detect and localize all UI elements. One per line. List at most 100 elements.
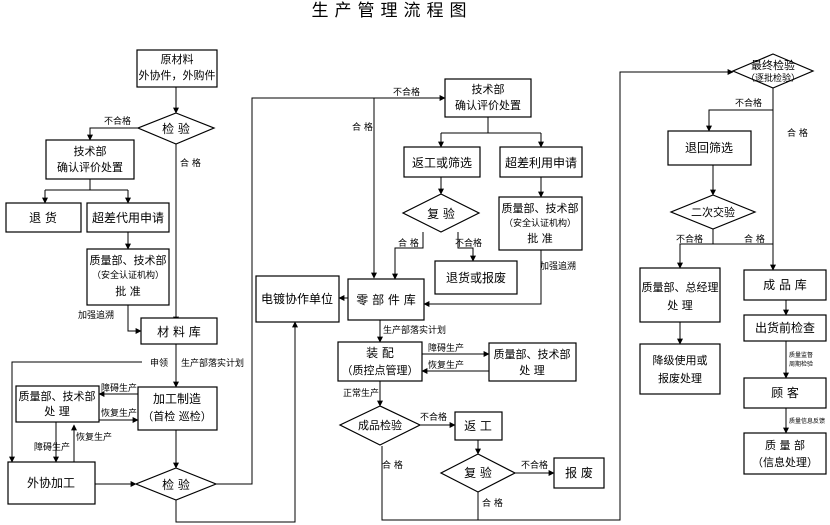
edge-label-resume: 恢复生产	[101, 407, 137, 419]
edge-label-fail: 不合格	[521, 459, 548, 471]
node-text: 最终检验	[751, 58, 795, 72]
inspect-decision-2: 检 验	[134, 467, 218, 501]
node-text: 出货前检查	[755, 320, 815, 335]
edge-label-fail: 不合格	[104, 115, 131, 127]
edge-label-normal: 正常生产	[343, 387, 379, 399]
node-text: 质量部、技术部	[19, 389, 96, 403]
edge-label-pass: 合 格	[787, 127, 808, 139]
node-text: 退回筛选	[685, 140, 733, 155]
node-text: 确认评价处置	[455, 99, 521, 112]
edge-label-pass: 合 格	[482, 497, 503, 509]
node-text: （首检 巡检）	[142, 409, 212, 423]
node-text: 确认评价处置	[57, 161, 123, 174]
node-text: 检 验	[162, 121, 190, 136]
node-text: 质量部、总经理	[642, 280, 719, 294]
node-text: 报废处理	[658, 371, 702, 385]
second-inspection-decision: 二次交验	[669, 194, 757, 230]
node-text: 成品检验	[358, 418, 402, 432]
node-text: 质量部、技术部	[494, 347, 571, 361]
node-text: 批 准	[115, 284, 141, 298]
edge-label-fail: 不合格	[393, 86, 420, 98]
rework-or-sort-box: 返工或筛选	[403, 146, 481, 178]
edge-label-supervision: 质量监督	[789, 351, 813, 359]
nodes: 原材料 外协件，外购件 检 验 技术部 确认评价处置 退 货 超差代用申请 质量	[5, 49, 827, 505]
node-text: （信息处理）	[752, 455, 818, 469]
edge-label-strengthen: 加强追溯	[540, 260, 576, 272]
return-or-scrap-box: 退货或报废	[434, 260, 518, 295]
node-text: 电镀协作单位	[261, 291, 333, 306]
edge-label-fail: 不合格	[735, 97, 762, 109]
quality-handling-box-4: 质量部、技术部 处 理	[488, 342, 577, 382]
node-text: 返 工	[464, 419, 492, 433]
edge-label-plan: 生产部落实计划	[383, 324, 446, 336]
node-text: 技术部	[472, 82, 505, 96]
node-text: （逐批检验）	[746, 72, 800, 84]
quality-approval-box-3: 质量部、技术部 （安全认证机构） 批 准	[498, 196, 583, 251]
node-text: 装 配	[366, 346, 394, 360]
node-text: 质量部、技术部	[90, 253, 167, 267]
return-sort-box: 退回筛选	[667, 130, 752, 166]
node-text: 处 理	[519, 364, 545, 377]
tech-evaluation-box-2: 技术部 确认评价处置	[444, 78, 532, 118]
node-text: 超差利用申请	[505, 155, 577, 170]
node-text: 复 验	[427, 206, 455, 221]
quality-handling-box-2: 质量部、技术部 处 理	[15, 385, 100, 423]
edge-label-fail: 不合格	[420, 411, 447, 423]
edge-label-fail: 不合格	[676, 233, 703, 245]
node-text: 批 准	[527, 231, 553, 245]
connectors	[9, 69, 789, 523]
machining-box: 加工制造 （首检 巡检）	[137, 386, 218, 431]
edge-label-resume: 恢复生产	[76, 431, 112, 443]
node-text: （安全认证机构）	[92, 269, 164, 281]
node-text: 技术部	[74, 144, 107, 158]
node-text: 成 品 库	[763, 277, 807, 292]
node-text: 检 验	[162, 477, 190, 492]
node-text: （质控点管理）	[342, 363, 419, 377]
edge-label-blocked: 障碍生产	[101, 382, 137, 394]
edge-label-blocked: 障碍生产	[428, 342, 464, 354]
page-title: 生产管理流程图	[312, 1, 473, 21]
parts-warehouse-box: 零 部 件 库	[347, 278, 425, 321]
reinspect-decision-1: 复 验	[401, 193, 481, 233]
plating-partner-box: 电镀协作单位	[255, 275, 340, 323]
node-text: 超差代用申请	[92, 210, 164, 225]
edge-label-plan: 生产部落实计划	[181, 357, 244, 369]
edge-label-strengthen: 加强追溯	[78, 309, 114, 321]
node-text: 退 货	[29, 210, 57, 225]
edge-label-blocked: 障碍生产	[34, 441, 70, 453]
quality-manager-handling-box: 质量部、总经理 处 理	[639, 267, 721, 323]
tech-evaluation-box-1: 技术部 确认评价处置	[45, 139, 135, 180]
node-text: 返工或筛选	[412, 155, 472, 170]
node-text: 降级使用或	[653, 353, 708, 367]
predelivery-check-box: 出货前检查	[743, 314, 827, 342]
edge-label-pass: 合 格	[352, 121, 373, 133]
node-text: 复 验	[464, 465, 492, 480]
node-text: （安全认证机构）	[504, 217, 576, 229]
node-text: 处 理	[667, 299, 693, 312]
return-goods-box: 退 货	[5, 202, 82, 233]
node-text: 零 部 件 库	[356, 292, 415, 307]
quality-approval-box-1: 质量部、技术部 （安全认证机构） 批 准	[86, 248, 170, 306]
edge-label-supervision: 周期检验	[789, 360, 813, 368]
node-text: 加工制造	[153, 392, 201, 406]
finished-inspection-decision: 成品检验	[338, 405, 422, 446]
reinspect-decision-2: 复 验	[439, 453, 517, 493]
edge-label-pass: 合 格	[744, 233, 765, 245]
node-text: 顾 客	[771, 385, 799, 400]
outsource-processing-box: 外协加工	[7, 461, 96, 505]
edge-label-feedback: 质量信息反馈	[789, 417, 825, 425]
rework-box: 返 工	[454, 411, 503, 441]
node-text: 二次交验	[691, 205, 735, 219]
raw-materials-box: 原材料 外协件，外购件	[136, 49, 218, 88]
final-inspection-decision: 最终检验 （逐批检验）	[731, 53, 815, 89]
edge-label-resume: 恢复生产	[428, 359, 464, 371]
node-text: 原材料	[161, 52, 194, 66]
node-text: 外协加工	[27, 475, 75, 490]
finished-warehouse-box: 成 品 库	[743, 269, 827, 301]
node-text: 退货或报废	[446, 270, 506, 285]
customer-box: 顾 客	[743, 377, 827, 409]
node-text: 质 量 部	[765, 438, 805, 452]
edge-label-pass: 合 格	[398, 237, 419, 249]
edge-label-pass: 合 格	[180, 157, 201, 169]
